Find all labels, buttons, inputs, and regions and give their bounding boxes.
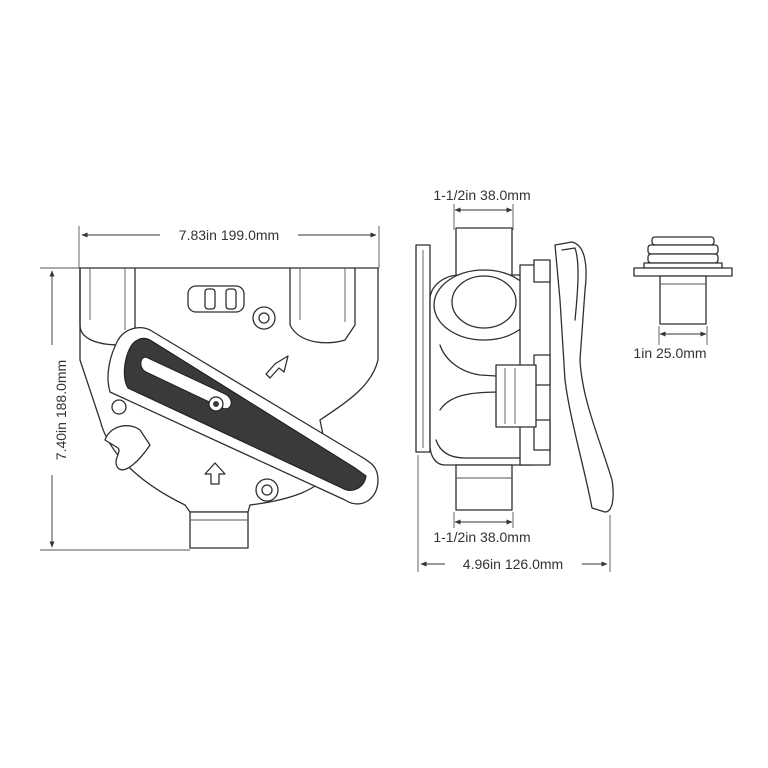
valve-gate bbox=[495, 364, 537, 428]
side-top-pipe-label: 1-1/2in 38.0mm bbox=[433, 187, 530, 203]
bracket-slot bbox=[225, 288, 237, 310]
mechanism-tab bbox=[533, 259, 551, 283]
fitting-pipe-label: 1in 25.0mm bbox=[633, 345, 706, 361]
mounting-boss bbox=[252, 306, 276, 330]
front-height-label: 7.40in 188.0mm bbox=[53, 360, 69, 460]
flow-arrow-icon bbox=[265, 355, 289, 379]
pipe-hidden-lines bbox=[89, 268, 346, 330]
inlet-port bbox=[451, 275, 517, 329]
front-view: 7.83in 199.0mm 7.40in 188.0mm bbox=[40, 226, 380, 551]
fitting-ring bbox=[647, 253, 719, 264]
mounting-hole bbox=[261, 484, 273, 496]
fitting-collar bbox=[643, 262, 723, 269]
fitting-cap bbox=[651, 236, 715, 246]
outlet-pipe bbox=[189, 511, 249, 549]
side-handle bbox=[554, 241, 614, 513]
release-clip bbox=[104, 425, 151, 471]
bracket-slot bbox=[204, 288, 216, 310]
pivot-pin-center bbox=[213, 401, 219, 407]
mounting-boss bbox=[255, 478, 279, 502]
fitting-ring bbox=[647, 244, 719, 255]
side-depth-label: 4.96in 126.0mm bbox=[463, 556, 563, 572]
deck-fitting: 1in 25.0mm bbox=[633, 236, 733, 361]
front-width-label: 7.83in 199.0mm bbox=[179, 227, 279, 243]
inlet-chamber bbox=[433, 269, 535, 341]
side-bottom-pipe-label: 1-1/2in 38.0mm bbox=[433, 529, 530, 545]
right-inlet-pipe bbox=[289, 267, 356, 344]
body-contour bbox=[439, 344, 531, 379]
flow-arrow-icon bbox=[204, 462, 226, 485]
side-handle-edge bbox=[561, 247, 579, 321]
mounting-boss bbox=[111, 399, 127, 415]
fitting-flange bbox=[633, 267, 733, 277]
mechanism-tab bbox=[533, 419, 551, 451]
side-view: 1-1/2in 38.0mm 1-1/2in 38.0mm bbox=[415, 187, 614, 572]
fitting-pipe bbox=[659, 275, 707, 325]
mounting-hole bbox=[258, 312, 270, 324]
body-contour bbox=[435, 439, 531, 459]
side-bottom-pipe bbox=[455, 464, 513, 511]
